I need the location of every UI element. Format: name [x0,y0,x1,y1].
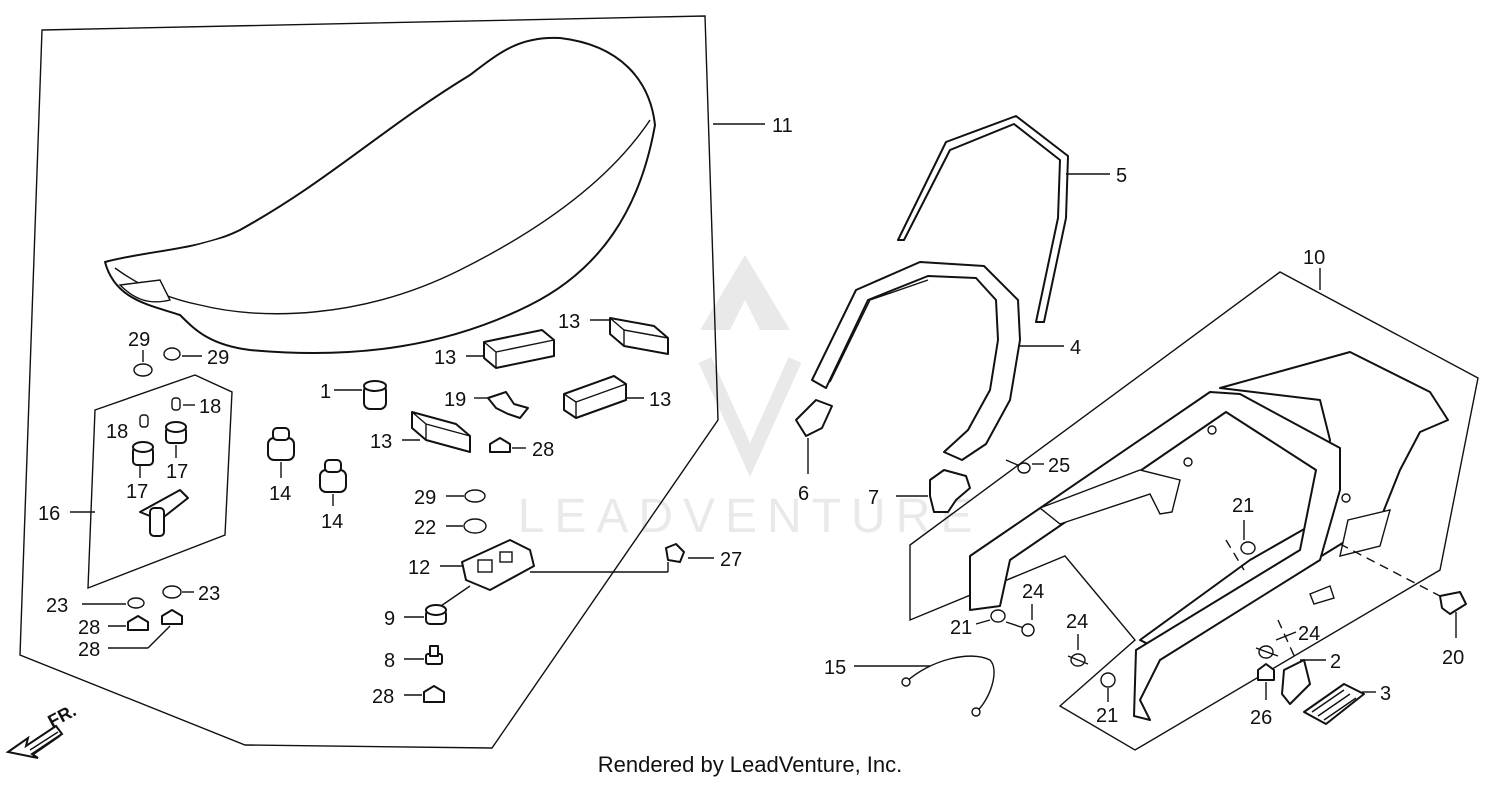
bolt-24-b [1067,653,1089,667]
seat-pad [104,36,656,354]
callout-13-b: 13 [558,311,580,333]
callout-23-a: 23 [46,595,68,617]
callout-1: 1 [320,381,331,403]
callout-17-b: 17 [166,461,188,483]
footer-credit: Rendered by LeadVenture, Inc. [597,752,903,777]
callout-13-d: 13 [370,431,392,453]
callout-14-a: 14 [269,483,291,505]
callout-23-b: 23 [198,583,220,605]
callout-28-b: 28 [78,639,100,661]
callout-3: 3 [1380,683,1391,705]
bolt-8 [425,645,443,665]
clip-6 [795,399,833,437]
leadventure-watermark: LEADVENTURE [518,255,983,543]
block-13-d [411,411,471,453]
cushion-14-left [267,427,295,461]
callout-29-a: 29 [128,329,150,351]
callout-16: 16 [38,503,60,525]
cap-7 [929,469,971,513]
seat-assembly-boundary [19,15,719,749]
watermark-text: LEADVENTURE [518,490,983,543]
callout-28-d: 28 [372,686,394,708]
callout-26: 26 [1250,707,1272,729]
rear-rail-4 [811,261,1021,461]
grommet-17-left [132,441,154,466]
callout-2: 2 [1330,651,1341,673]
callout-29-c: 29 [414,487,436,509]
callout-19: 19 [444,389,466,411]
callout-15: 15 [824,657,846,679]
callout-24-a: 24 [1022,581,1044,603]
callout-5: 5 [1116,165,1127,187]
callout-27: 27 [720,549,742,571]
callout-14-b: 14 [321,511,343,533]
callout-12: 12 [408,557,430,579]
callout-22: 22 [414,517,436,539]
callout-24-b: 24 [1066,611,1088,633]
callout-10: 10 [1303,247,1325,269]
grab-rail-5 [897,115,1069,323]
callout-29-b: 29 [207,347,229,369]
callout-17-a: 17 [126,481,148,503]
reflector-3 [1303,683,1365,725]
bolt-21-b [990,609,1006,623]
callout-21-b: 21 [950,617,972,639]
callout-28-c: 28 [532,439,554,461]
callout-11: 11 [772,115,793,137]
callout-13-c: 13 [649,389,671,411]
callout-13-a: 13 [434,347,456,369]
front-direction-arrow: FR. [5,700,79,759]
callout-18-a: 18 [106,421,128,443]
block-13-b [609,317,669,355]
callout-25: 25 [1048,455,1070,477]
callout-7: 7 [868,487,879,509]
callout-8: 8 [384,650,395,672]
block-13-c [563,375,627,419]
callout-24-c: 24 [1298,623,1320,645]
nut-9 [425,604,447,625]
cap-1 [363,380,387,410]
grommet-17-right [165,421,187,444]
callout-21-c: 21 [1096,705,1118,727]
block-13-a [483,329,555,369]
bolt-24-c [1255,645,1279,659]
callout-4: 4 [1070,337,1081,359]
rear-cowl [969,351,1449,721]
callout-6: 6 [798,483,809,505]
bolt-21-c [1100,672,1116,688]
seat-lock-12 [461,539,535,591]
front-label: FR. [44,700,79,731]
bolt-20 [1339,543,1467,615]
wire-15 [901,655,995,717]
callout-20: 20 [1442,647,1464,669]
callout-21-a: 21 [1232,495,1254,517]
callout-9: 9 [384,608,395,630]
callout-18-b: 18 [199,396,221,418]
callout-28-a: 28 [78,617,100,639]
rear-cowl-boundary [909,271,1479,751]
bolt-24-a [1005,621,1035,637]
cushion-14-right [319,459,347,493]
seat-lock-latch [139,489,189,537]
bolt-21-a [1240,541,1256,555]
bracket-2 [1281,659,1311,705]
seat-lock-subgroup [87,374,233,590]
bracket-19 [487,391,529,419]
